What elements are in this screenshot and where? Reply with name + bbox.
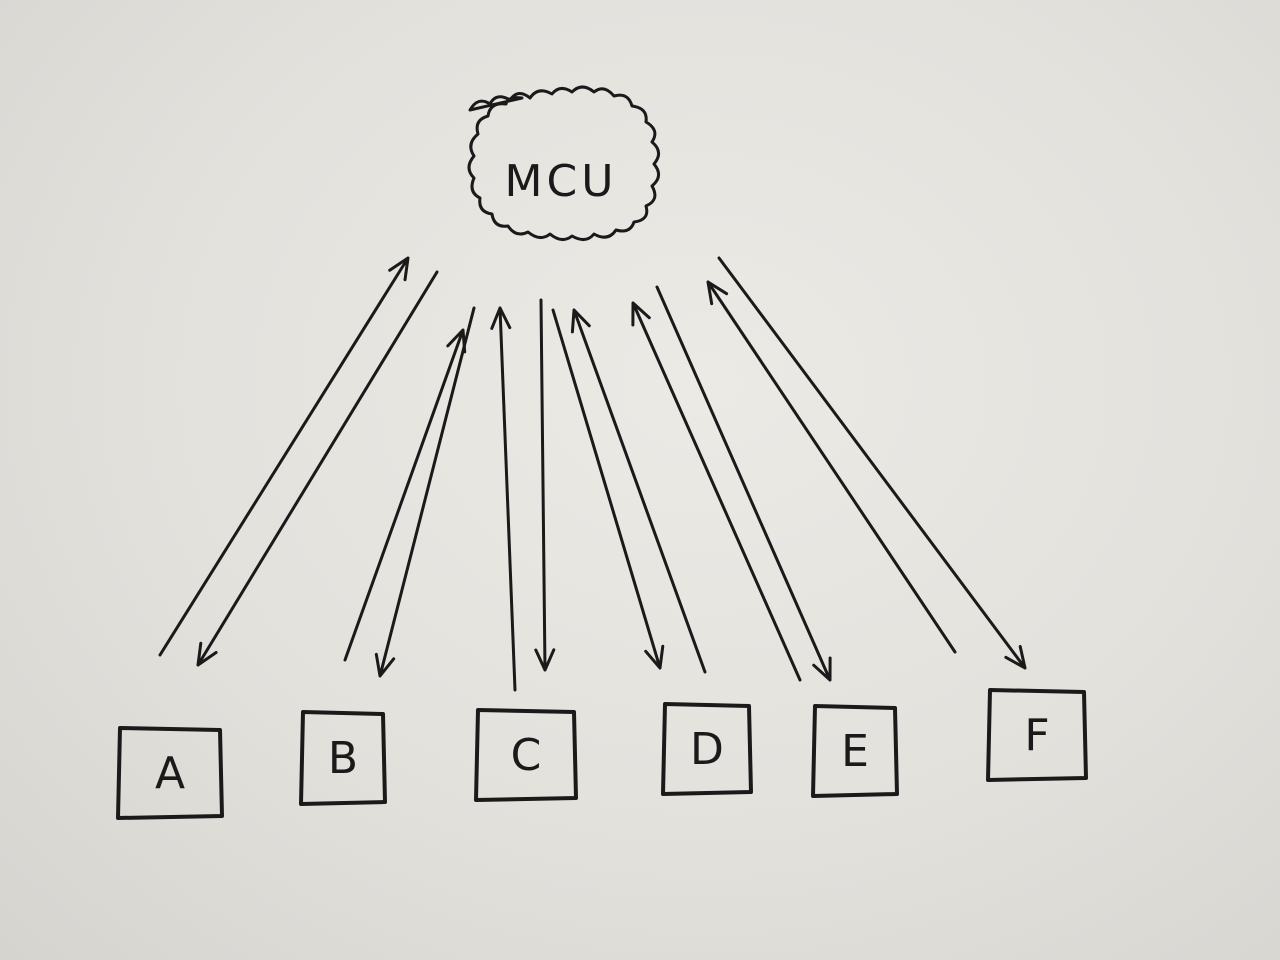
arrow-mcu-to-b [374, 306, 476, 678]
device-e: E [811, 704, 899, 798]
arrow-mcu-to-a [196, 270, 439, 667]
arrow-c-to-mcu [490, 306, 517, 692]
arrow-a-to-mcu [158, 256, 410, 657]
device-f-box [986, 688, 1088, 782]
device-c-box [474, 708, 578, 802]
arrow-mcu-to-f [717, 256, 1027, 670]
mcu-cloud-outline [467, 85, 660, 241]
device-f: F [986, 688, 1088, 782]
arrow-mcu-to-e [655, 285, 832, 682]
arrow-mcu-to-d [551, 308, 665, 670]
arrow-mcu-to-c [534, 298, 556, 672]
device-boxes: A B C D E F [116, 688, 1088, 820]
device-b-label: B [328, 733, 358, 784]
mcu-node: MCU [467, 85, 660, 241]
device-b-box [299, 710, 387, 806]
device-e-label: E [841, 726, 869, 777]
device-d-label: D [690, 724, 724, 775]
arrow-d-to-mcu [570, 308, 707, 674]
mcu-label: MCU [505, 156, 618, 207]
device-b: B [299, 710, 387, 806]
device-d-box [661, 702, 753, 796]
device-a-box [116, 726, 224, 820]
device-c: C [474, 708, 578, 802]
arrow-f-to-mcu [706, 280, 957, 654]
device-d: D [661, 702, 753, 796]
arrow-e-to-mcu [631, 301, 802, 682]
device-a: A [116, 726, 224, 820]
device-e-box [811, 704, 899, 798]
connection-arrows [158, 256, 1027, 692]
device-a-label: A [155, 748, 185, 799]
device-f-label: F [1024, 710, 1049, 761]
device-c-label: C [511, 730, 542, 781]
arrow-b-to-mcu [343, 328, 467, 662]
